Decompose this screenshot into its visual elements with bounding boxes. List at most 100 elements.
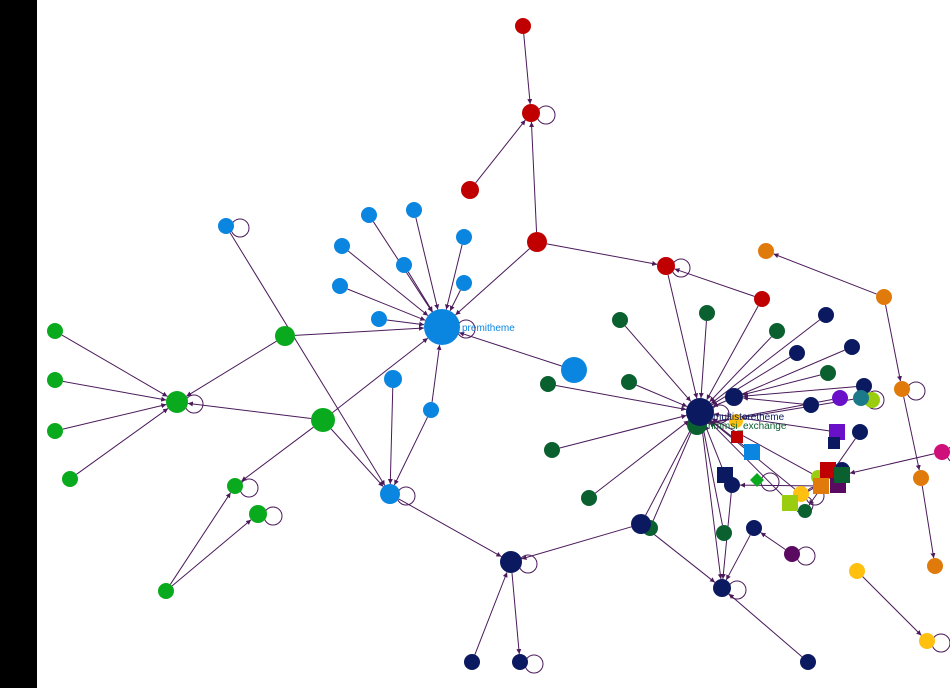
graph-node-b5[interactable]: [334, 238, 350, 254]
edge-g6-g7: [241, 426, 314, 482]
graph-node-s5[interactable]: [782, 495, 798, 511]
graph-node-b1[interactable]: [561, 357, 587, 383]
graph-node-t0[interactable]: [853, 390, 869, 406]
graph-node-s8[interactable]: [820, 462, 836, 478]
graph-node-b3[interactable]: [361, 207, 377, 223]
graph-node-r4[interactable]: [657, 257, 675, 275]
graph-node-dg8[interactable]: [716, 525, 732, 541]
graph-node-pl0[interactable]: [784, 546, 800, 562]
graph-node-r2[interactable]: [461, 181, 479, 199]
graph-node-n2[interactable]: [818, 307, 834, 323]
graph-node-o2[interactable]: [894, 381, 910, 397]
graph-node-y1[interactable]: [919, 633, 935, 649]
edge-o3-o4: [921, 485, 936, 559]
graph-node-n3[interactable]: [789, 345, 805, 361]
graph-node-dg4[interactable]: [621, 374, 637, 390]
edge-dg10-n1: [742, 374, 821, 396]
graph-node-s4[interactable]: [750, 473, 764, 487]
edge-n7-n11: [648, 529, 716, 583]
graph-node-o3[interactable]: [913, 470, 929, 486]
graph-node-m0[interactable]: [934, 444, 950, 460]
edge-n12-n11: [728, 593, 803, 658]
graph-node-b4[interactable]: [406, 202, 422, 218]
graph-node-b10[interactable]: [371, 311, 387, 327]
graph-node-p0[interactable]: [832, 390, 848, 406]
graph-node-dg3[interactable]: [540, 376, 556, 392]
edge-dg0-n0: [624, 325, 692, 402]
graph-node-n10[interactable]: [512, 654, 528, 670]
graph-node-dg6[interactable]: [581, 490, 597, 506]
graph-node-s2[interactable]: [744, 444, 760, 460]
graph-node-g8[interactable]: [249, 505, 267, 523]
graph-node-dg1[interactable]: [699, 305, 715, 321]
edge-b12-b0: [431, 344, 442, 403]
graph-node-g6[interactable]: [311, 408, 335, 432]
graph-node-g2[interactable]: [47, 423, 63, 439]
graph-node-b6[interactable]: [456, 229, 472, 245]
graph-node-b0[interactable]: [424, 309, 460, 345]
edge-g5-b0: [294, 325, 425, 336]
graph-node-g5[interactable]: [275, 326, 295, 346]
graph-node-n13[interactable]: [746, 520, 762, 536]
graph-node-b2[interactable]: [218, 218, 234, 234]
graph-node-n5[interactable]: [803, 397, 819, 413]
graph-node-s3[interactable]: [717, 467, 733, 483]
edge-r3-r1: [529, 121, 538, 233]
edge-b11-b13: [387, 387, 394, 485]
graph-node-dg5[interactable]: [544, 442, 560, 458]
edge-n3-n0: [711, 356, 791, 406]
edge-dg5-n0: [559, 414, 687, 449]
graph-node-r3[interactable]: [527, 232, 547, 252]
graph-node-g9[interactable]: [158, 583, 174, 599]
graph-node-y0[interactable]: [849, 563, 865, 579]
labels-layer: premitheme multistoretheme hmmsi_exchang…: [462, 323, 787, 432]
graph-node-b8[interactable]: [332, 278, 348, 294]
graph-node-n9[interactable]: [464, 654, 480, 670]
graph-node-s9[interactable]: [834, 467, 850, 483]
graph-node-dg10[interactable]: [820, 365, 836, 381]
graph-node-g3[interactable]: [62, 471, 78, 487]
edge-g3-g4: [76, 408, 169, 475]
graph-node-n15[interactable]: [852, 424, 868, 440]
graph-node-n1[interactable]: [725, 388, 743, 406]
node-label-multistoretheme: multistoretheme: [713, 412, 785, 423]
graph-node-b12[interactable]: [423, 402, 439, 418]
graph-node-n6[interactable]: [856, 378, 872, 394]
graph-node-b11[interactable]: [384, 370, 402, 388]
graph-node-n7[interactable]: [631, 514, 651, 534]
graph-node-g4[interactable]: [166, 391, 188, 413]
graph-node-dg11[interactable]: [798, 504, 812, 518]
graph-node-b13[interactable]: [380, 484, 400, 504]
edge-dg1-n0: [698, 320, 707, 399]
graph-node-o0[interactable]: [758, 243, 774, 259]
graph-node-g0[interactable]: [47, 323, 63, 339]
graph-node-o4[interactable]: [927, 558, 943, 574]
graph-node-g7[interactable]: [227, 478, 243, 494]
edge-dg2-n0: [709, 336, 772, 403]
graph-node-r5[interactable]: [754, 291, 770, 307]
edge-m0-s9: [849, 453, 935, 475]
graph-node-r1[interactable]: [522, 104, 540, 122]
graph-node-y2[interactable]: [729, 414, 743, 428]
graph-node-r0[interactable]: [515, 18, 531, 34]
graph-node-s6[interactable]: [813, 478, 829, 494]
graph-node-g1[interactable]: [47, 372, 63, 388]
graph-node-b9[interactable]: [456, 275, 472, 291]
graph-node-n4[interactable]: [844, 339, 860, 355]
graph-node-dg2[interactable]: [769, 323, 785, 339]
graph-node-s1[interactable]: [828, 437, 840, 449]
graph-node-n12[interactable]: [800, 654, 816, 670]
graph-node-b7[interactable]: [396, 257, 412, 273]
graph-node-n0[interactable]: [686, 398, 714, 426]
graph-node-s0[interactable]: [829, 424, 845, 440]
graph-node-o1[interactable]: [876, 289, 892, 305]
graph-node-n8[interactable]: [500, 551, 522, 573]
graph-node-s10[interactable]: [731, 431, 743, 443]
edge-y0-y1: [862, 576, 922, 636]
edge-g9-g7: [169, 492, 232, 585]
graph-node-dg0[interactable]: [612, 312, 628, 328]
graph-node-n11[interactable]: [713, 579, 731, 597]
edge-r4-n0: [667, 274, 699, 399]
self-loop-s4: [760, 472, 780, 492]
